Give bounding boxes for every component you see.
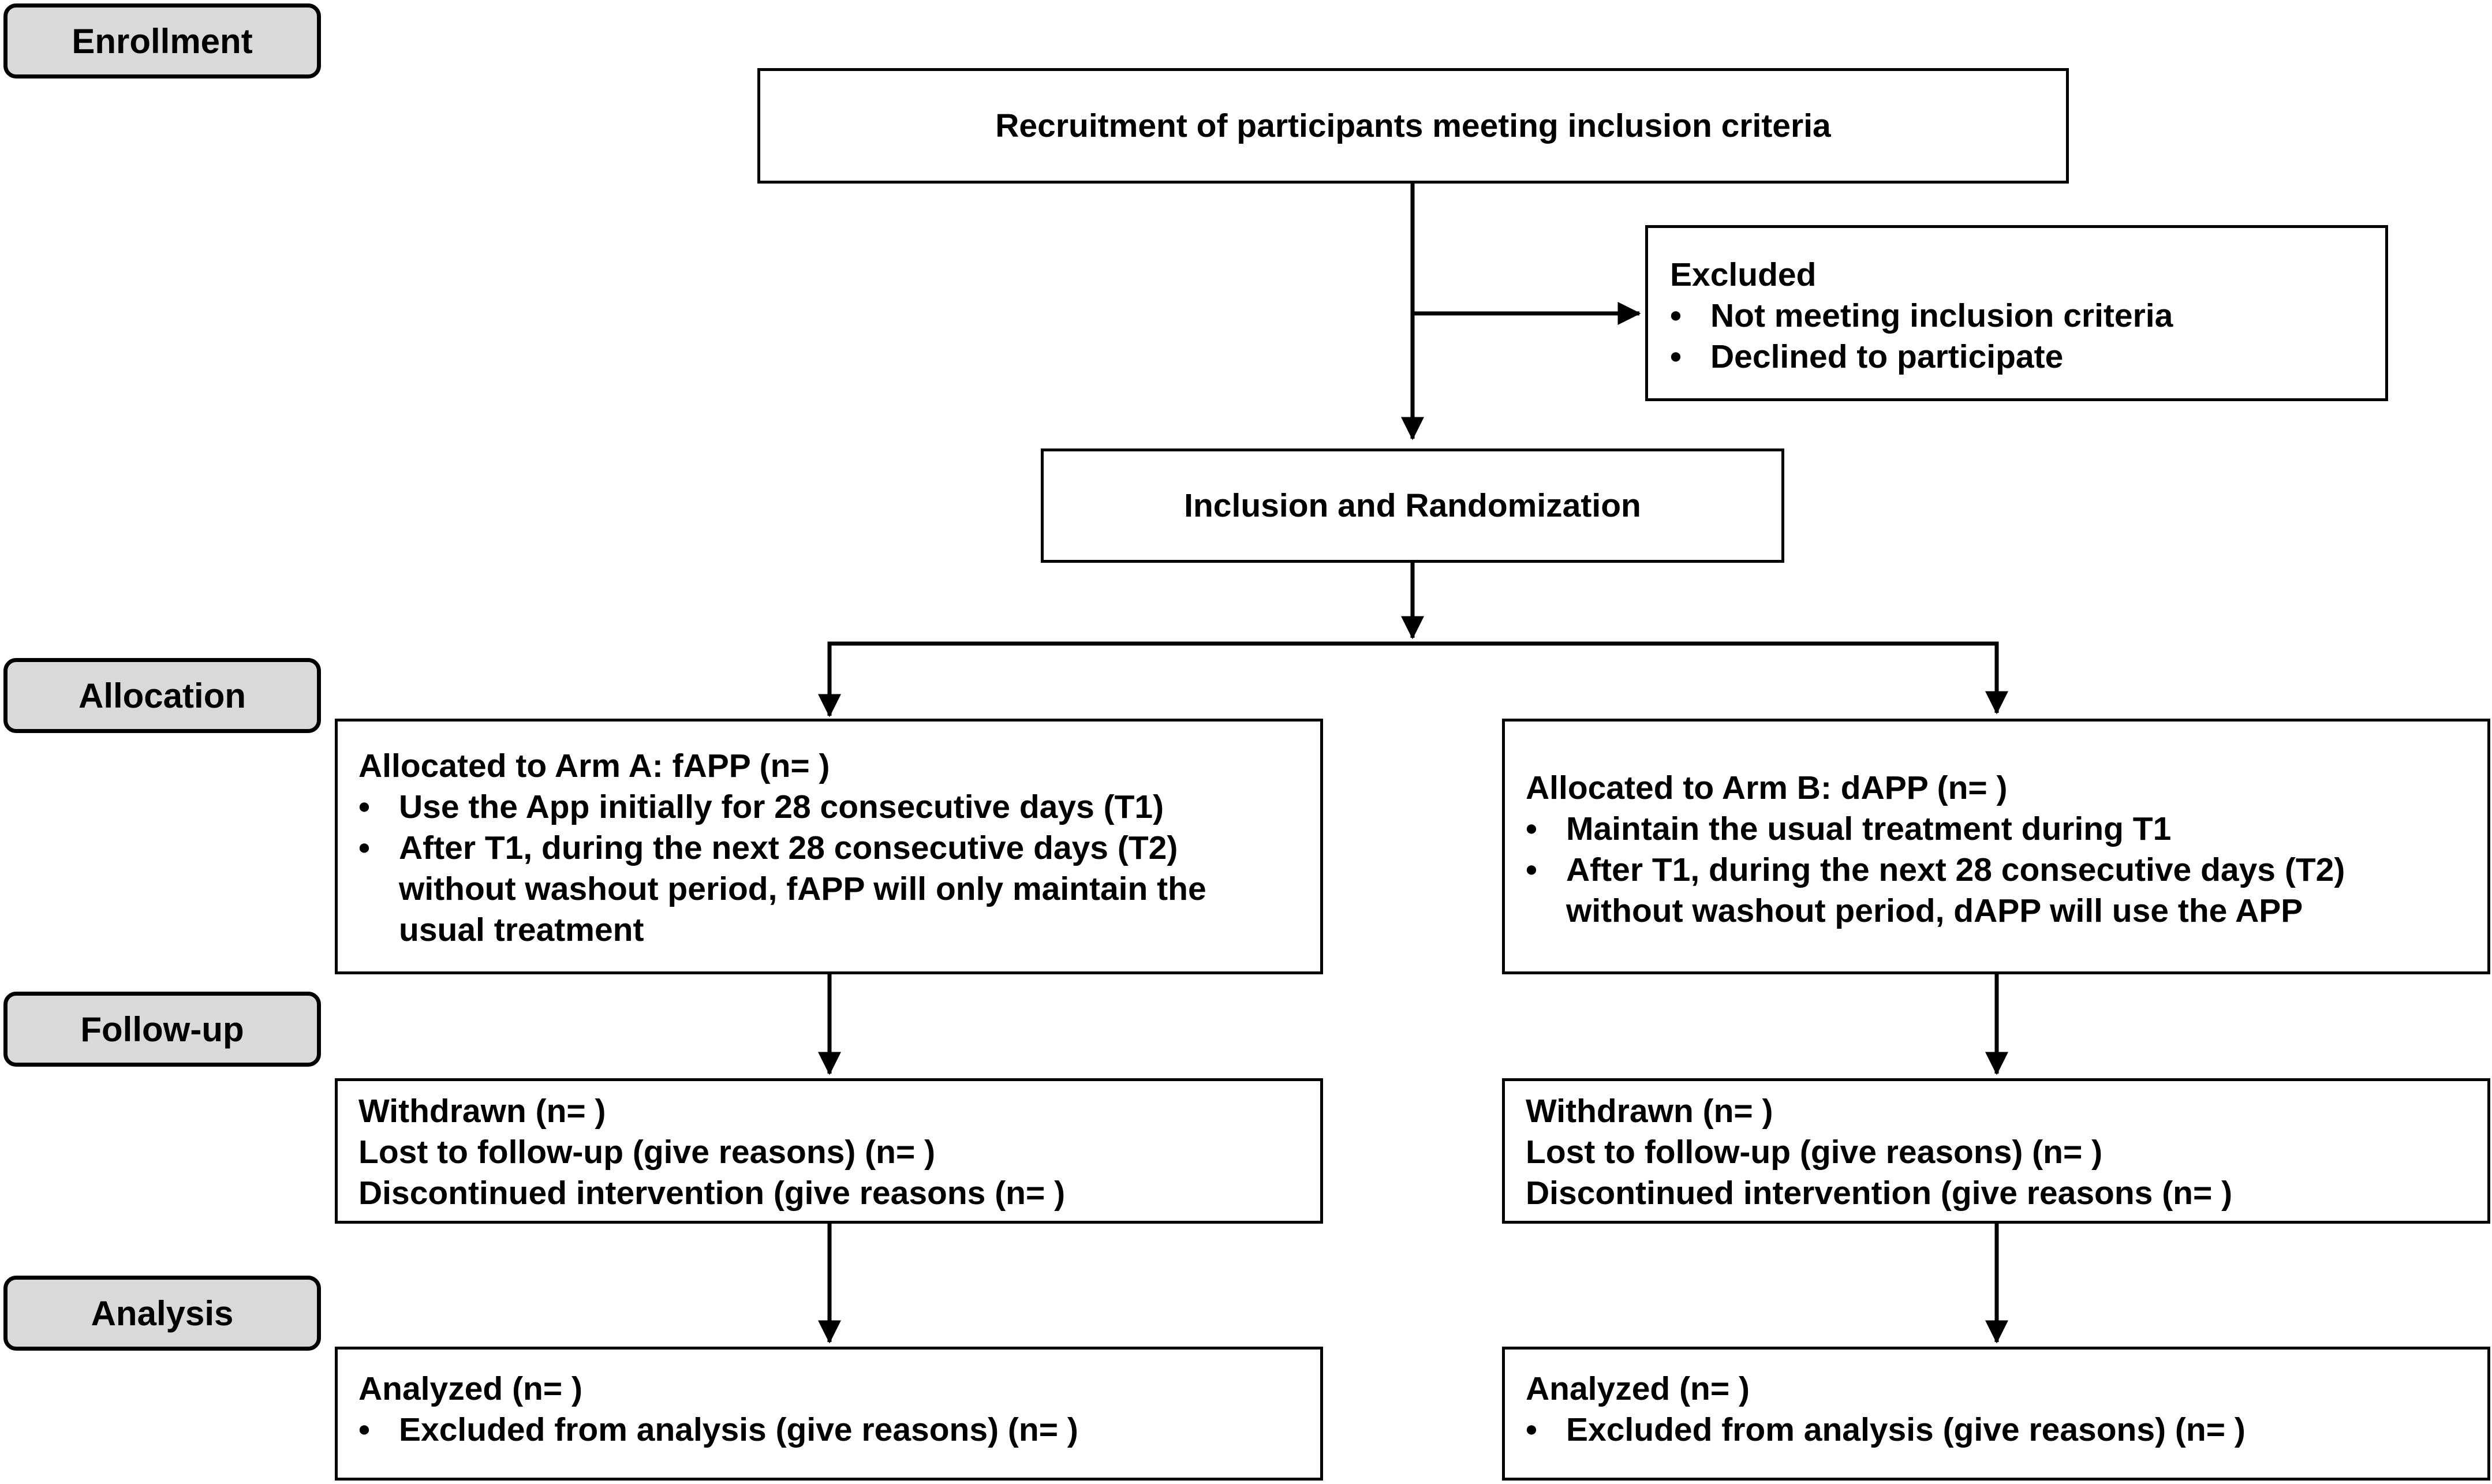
excluded-title: Excluded — [1670, 256, 1817, 293]
arm-a-box: Allocated to Arm A: fAPP (n= ) Use the A… — [335, 719, 1323, 974]
recruitment-box: Recruitment of participants meeting incl… — [757, 68, 2069, 184]
edge-split — [827, 641, 2008, 715]
arm-b-title: Allocated to Arm B: dAPP (n= ) — [1526, 769, 2008, 806]
excluded-item: Declined to participate — [1670, 337, 2385, 377]
followup-a-discontinued: Discontinued intervention (give reasons … — [358, 1175, 1066, 1212]
analysis-b-item: Excluded from analysis (give reasons) (n… — [1526, 1410, 2467, 1451]
followup-b-withdrawn: Withdrawn (n= ) — [1526, 1093, 1773, 1130]
arm-b-item: After T1, during the next 28 consecutive… — [1526, 850, 2467, 891]
stage-analysis: Analysis — [3, 1276, 321, 1351]
analysis-a-box: Analyzed (n= ) Excluded from analysis (g… — [335, 1347, 1323, 1481]
analysis-a-item: Excluded from analysis (give reasons) (n… — [358, 1410, 1299, 1451]
stage-enrollment: Enrollment — [3, 3, 321, 79]
stage-allocation: Allocation — [3, 658, 321, 733]
analysis-a-title: Analyzed (n= ) — [358, 1370, 582, 1407]
followup-a-lost: Lost to follow-up (give reasons) (n= ) — [358, 1134, 936, 1171]
excluded-box: Excluded Not meeting inclusion criteria … — [1645, 225, 2388, 401]
followup-a-box: Withdrawn (n= ) Lost to follow-up (give … — [335, 1078, 1323, 1224]
analysis-b-box: Analyzed (n= ) Excluded from analysis (g… — [1502, 1347, 2490, 1481]
arm-a-title: Allocated to Arm A: fAPP (n= ) — [358, 747, 830, 784]
arm-a-item: Use the App initially for 28 consecutive… — [358, 787, 1299, 828]
recruitment-text: Recruitment of participants meeting incl… — [995, 107, 1831, 144]
analysis-b-title: Analyzed (n= ) — [1526, 1370, 1750, 1407]
arm-a-item-cont: usual treatment — [399, 911, 644, 948]
followup-a-withdrawn: Withdrawn (n= ) — [358, 1093, 606, 1130]
randomization-box: Inclusion and Randomization — [1041, 448, 1784, 563]
randomization-text: Inclusion and Randomization — [1184, 487, 1641, 524]
arm-a-item: After T1, during the next 28 consecutive… — [358, 828, 1299, 869]
arm-b-box: Allocated to Arm B: dAPP (n= ) Maintain … — [1502, 719, 2490, 974]
stage-follow-up: Follow-up — [3, 992, 321, 1067]
arm-b-item-cont: without washout period, dAPP will use th… — [1566, 892, 2303, 929]
arm-b-item: Maintain the usual treatment during T1 — [1526, 809, 2467, 850]
followup-b-box: Withdrawn (n= ) Lost to follow-up (give … — [1502, 1078, 2490, 1224]
excluded-item: Not meeting inclusion criteria — [1670, 296, 2385, 337]
followup-b-discontinued: Discontinued intervention (give reasons … — [1526, 1175, 2233, 1212]
followup-b-lost: Lost to follow-up (give reasons) (n= ) — [1526, 1134, 2103, 1171]
arm-a-item-cont: without washout period, fAPP will only m… — [399, 870, 1206, 907]
